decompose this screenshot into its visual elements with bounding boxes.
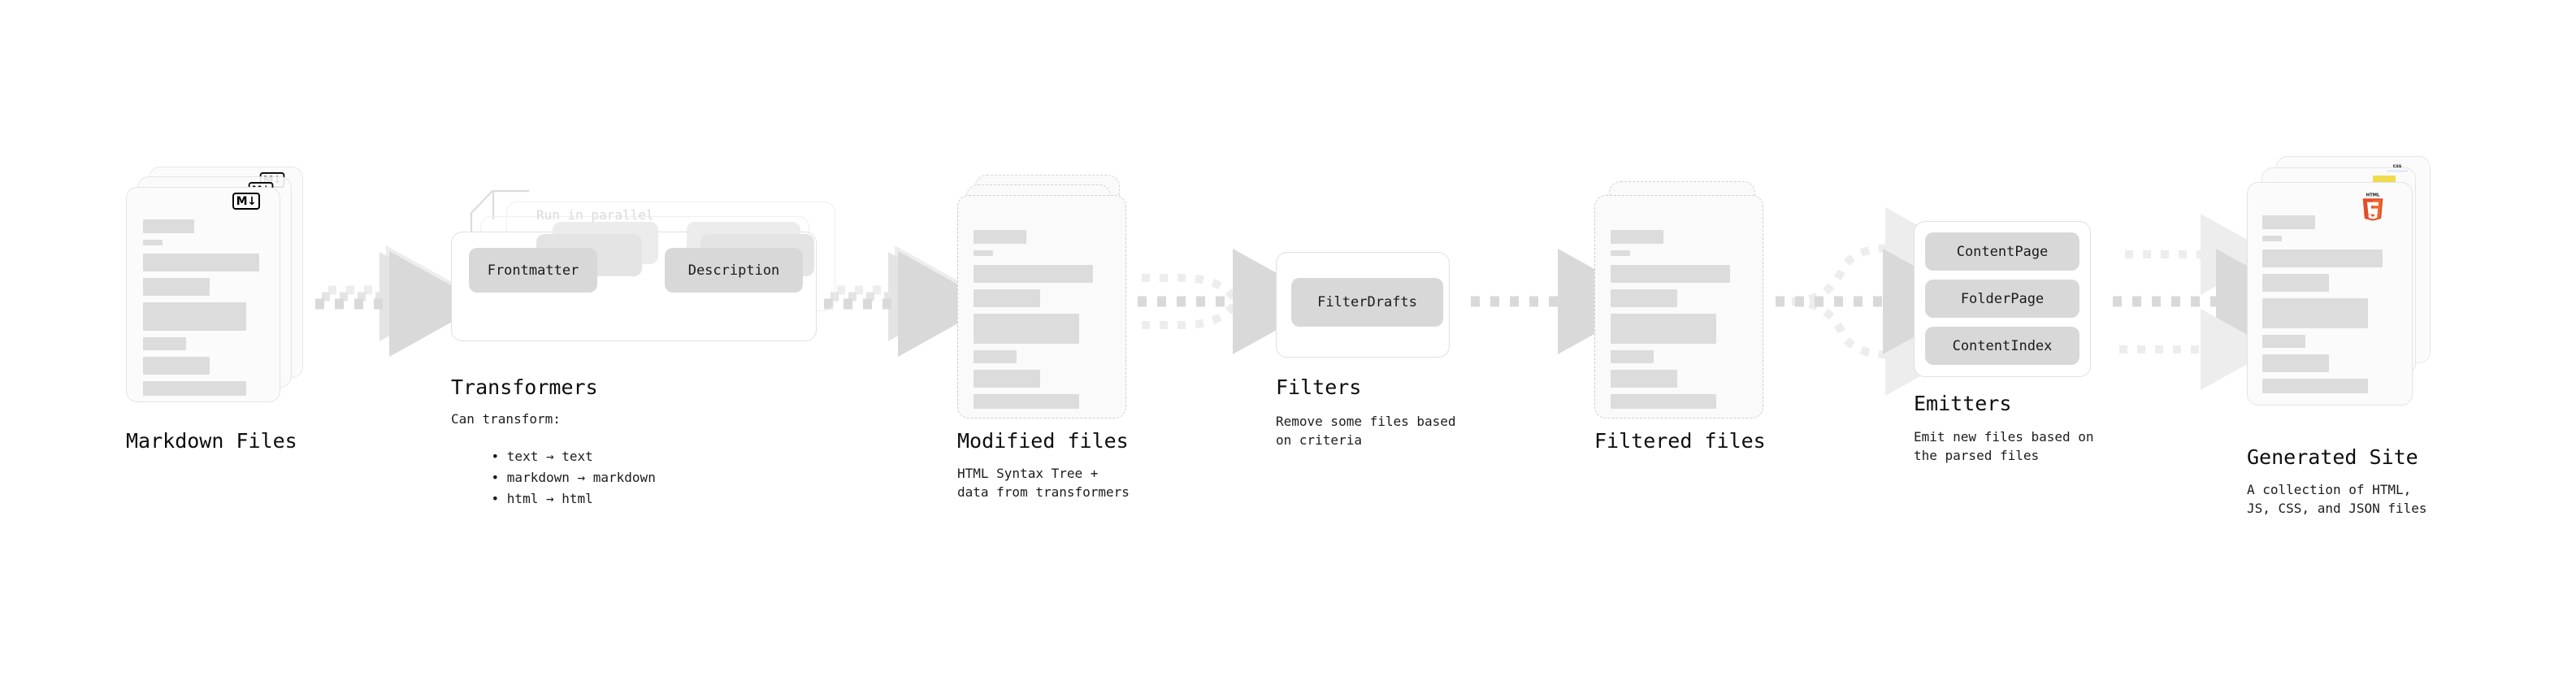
- markdown-doc-stack: M↓ M↓ M↓: [126, 167, 313, 419]
- svg-text:HTML: HTML: [2366, 193, 2380, 198]
- emitters-chip-folderpage-label: FolderPage: [1960, 290, 2045, 307]
- bullet-dot: •: [491, 448, 507, 464]
- connector-transformers-to-modified: [824, 245, 993, 357]
- transformer-chip-description[interactable]: Description: [665, 248, 803, 293]
- transformer-chip-description-label: Description: [687, 262, 780, 279]
- stage-title-emitters: Emitters: [1914, 392, 2012, 415]
- generated-site-subtitle: A collection of HTML, JS, CSS, and JSON …: [2247, 482, 2427, 516]
- run-in-parallel-note: Run in parallel: [536, 207, 654, 223]
- filters-subtitle: Remove some files based on criteria: [1276, 414, 1456, 448]
- emitters-chip-contentpage[interactable]: ContentPage: [1925, 232, 2079, 271]
- stage-markdown-files: M↓ M↓ M↓: [126, 167, 313, 419]
- modified-files-subtitle: HTML Syntax Tree + data from transformer…: [957, 466, 1130, 500]
- connector-emitters-to-site: [2113, 214, 2311, 390]
- emitters-subtitle: Emit new files based on the parsed files: [1914, 429, 2094, 463]
- stage-title-markdown-files: Markdown Files: [126, 429, 297, 453]
- markdown-icon: M↓: [232, 193, 260, 210]
- stage-title-modified-files: Modified files: [957, 429, 1129, 453]
- filtered-doc-content: [1595, 196, 1763, 418]
- stage-filtered-files: [1594, 175, 1781, 427]
- filters-chip-filterdrafts[interactable]: FilterDrafts: [1291, 278, 1443, 327]
- filtered-doc-front[interactable]: [1594, 195, 1763, 419]
- html5-icon: HTML: [2362, 193, 2383, 221]
- transformer-chip-frontmatter[interactable]: Frontmatter: [469, 248, 597, 293]
- filtered-doc-stack: [1594, 175, 1781, 427]
- stage-title-generated-site: Generated Site: [2247, 445, 2418, 469]
- transformers-bullet-0-label: text → text: [506, 448, 593, 464]
- transformers-bullet-1: • markdown → markdown: [460, 450, 656, 505]
- stage-generated-site: css HTML: [2247, 156, 2450, 424]
- stage-modified-files: [957, 175, 1144, 427]
- modified-doc-stack: [957, 175, 1144, 427]
- stage-title-transformers: Transformers: [451, 375, 598, 399]
- markdown-icon-letter: M: [236, 194, 248, 208]
- stage-title-filtered-files: Filtered files: [1594, 429, 1766, 453]
- transformers-bullet-2: • html → html: [460, 471, 593, 527]
- transformers-subtitle: Can transform:: [451, 411, 561, 427]
- css-icon-label: css: [2392, 163, 2402, 169]
- transformers-bullet-0: • text → text: [460, 429, 593, 484]
- transformers-bullet-2-label: html → html: [506, 490, 593, 506]
- connector-filtered-to-emitters: [1776, 207, 1978, 396]
- emitters-chip-contentindex-label: ContentIndex: [1952, 337, 2053, 354]
- emitters-chip-folderpage[interactable]: FolderPage: [1925, 280, 2079, 318]
- bullet-dot: •: [491, 490, 507, 506]
- stage-title-filters: Filters: [1276, 375, 1362, 399]
- connector-modified-to-filters: [1138, 249, 1328, 354]
- markdown-doc-front[interactable]: [126, 187, 280, 402]
- emitters-chip-contentindex[interactable]: ContentIndex: [1925, 327, 2079, 365]
- markdown-doc-content: [127, 188, 280, 401]
- site-doc-front[interactable]: [2247, 182, 2413, 406]
- modified-doc-content: [958, 196, 1125, 418]
- site-doc-content: [2248, 183, 2412, 405]
- filters-chip-filterdrafts-label: FilterDrafts: [1317, 294, 1417, 310]
- transformers-bullet-1-label: markdown → markdown: [506, 469, 656, 485]
- transformer-chip-frontmatter-label: Frontmatter: [487, 262, 579, 279]
- site-doc-stack: css HTML: [2247, 156, 2450, 424]
- connector-markdown-to-transformers: [315, 245, 484, 357]
- bullet-dot: •: [491, 469, 507, 485]
- modified-doc-front[interactable]: [957, 195, 1126, 419]
- emitters-chip-contentpage-label: ContentPage: [1956, 243, 2049, 260]
